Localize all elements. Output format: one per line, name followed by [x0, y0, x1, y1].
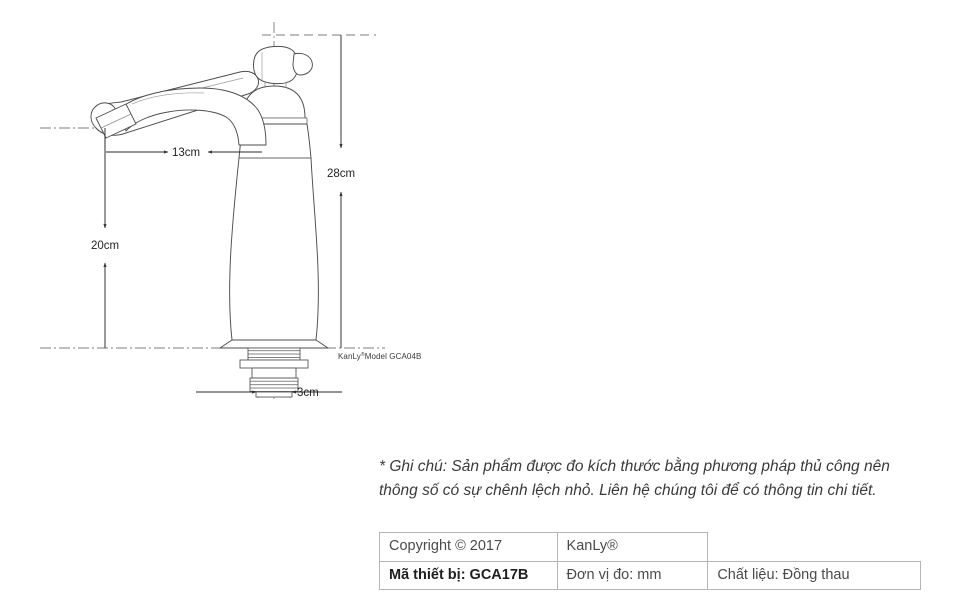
dimension-label-20cm: 20cm	[91, 240, 119, 252]
note-text: * Ghi chú: Sản phẩm được đo kích thước b…	[379, 458, 890, 499]
faucet-outline	[90, 45, 329, 349]
dimension-3cm: 3cm	[196, 387, 342, 399]
watermark-brand: KanLy	[338, 352, 361, 361]
column-body	[229, 157, 319, 341]
disclaimer-note: * Ghi chú: Sản phẩm được đo kích thước b…	[379, 455, 919, 502]
watermark: KanLy®Model GCA04B	[338, 351, 421, 361]
dimension-20cm: 20cm	[91, 128, 119, 348]
cell-empty	[708, 533, 921, 562]
table-row: Mã thiết bị: GCA17B Đơn vị đo: mm Chất l…	[379, 560, 921, 591]
shank-tip	[255, 391, 293, 398]
specification-table: Copyright © 2017 KanLy® Mã thiết bị: GCA…	[379, 532, 921, 591]
cell-measurement-unit: Đơn vị đo: mm	[556, 560, 709, 591]
thread-band-upper	[247, 347, 301, 361]
cell-device-code: Mã thiết bị: GCA17B	[379, 560, 558, 591]
cell-material: Chất liệu: Đồng thau	[707, 560, 921, 591]
dimension-13cm: 13cm	[106, 147, 262, 159]
dimension-label-28cm: 28cm	[327, 168, 355, 180]
svg-text:KanLy®Model GCA04B: KanLy®Model GCA04B	[338, 351, 421, 361]
watermark-registered-icon: ®	[361, 351, 365, 358]
table-row: Copyright © 2017 KanLy®	[379, 532, 921, 562]
dimension-28cm: 28cm	[327, 35, 355, 348]
shank-mid	[251, 367, 297, 379]
base-flare	[219, 339, 329, 349]
handle-hub-finial	[292, 52, 313, 76]
thread-band-lower	[249, 377, 299, 393]
cell-brand: KanLy®	[556, 532, 709, 562]
aerator-seam	[100, 113, 132, 129]
dimension-label-3cm: 3cm	[297, 387, 319, 399]
threaded-shank-assembly	[239, 347, 309, 398]
spout-arm	[119, 87, 267, 146]
spout-top-crease	[131, 92, 205, 105]
watermark-model: Model GCA04B	[365, 352, 422, 361]
dimension-label-13cm: 13cm	[172, 147, 200, 159]
cell-copyright: Copyright © 2017	[379, 532, 558, 562]
handle-hub	[253, 45, 299, 85]
shank-flange-washer	[239, 359, 309, 369]
